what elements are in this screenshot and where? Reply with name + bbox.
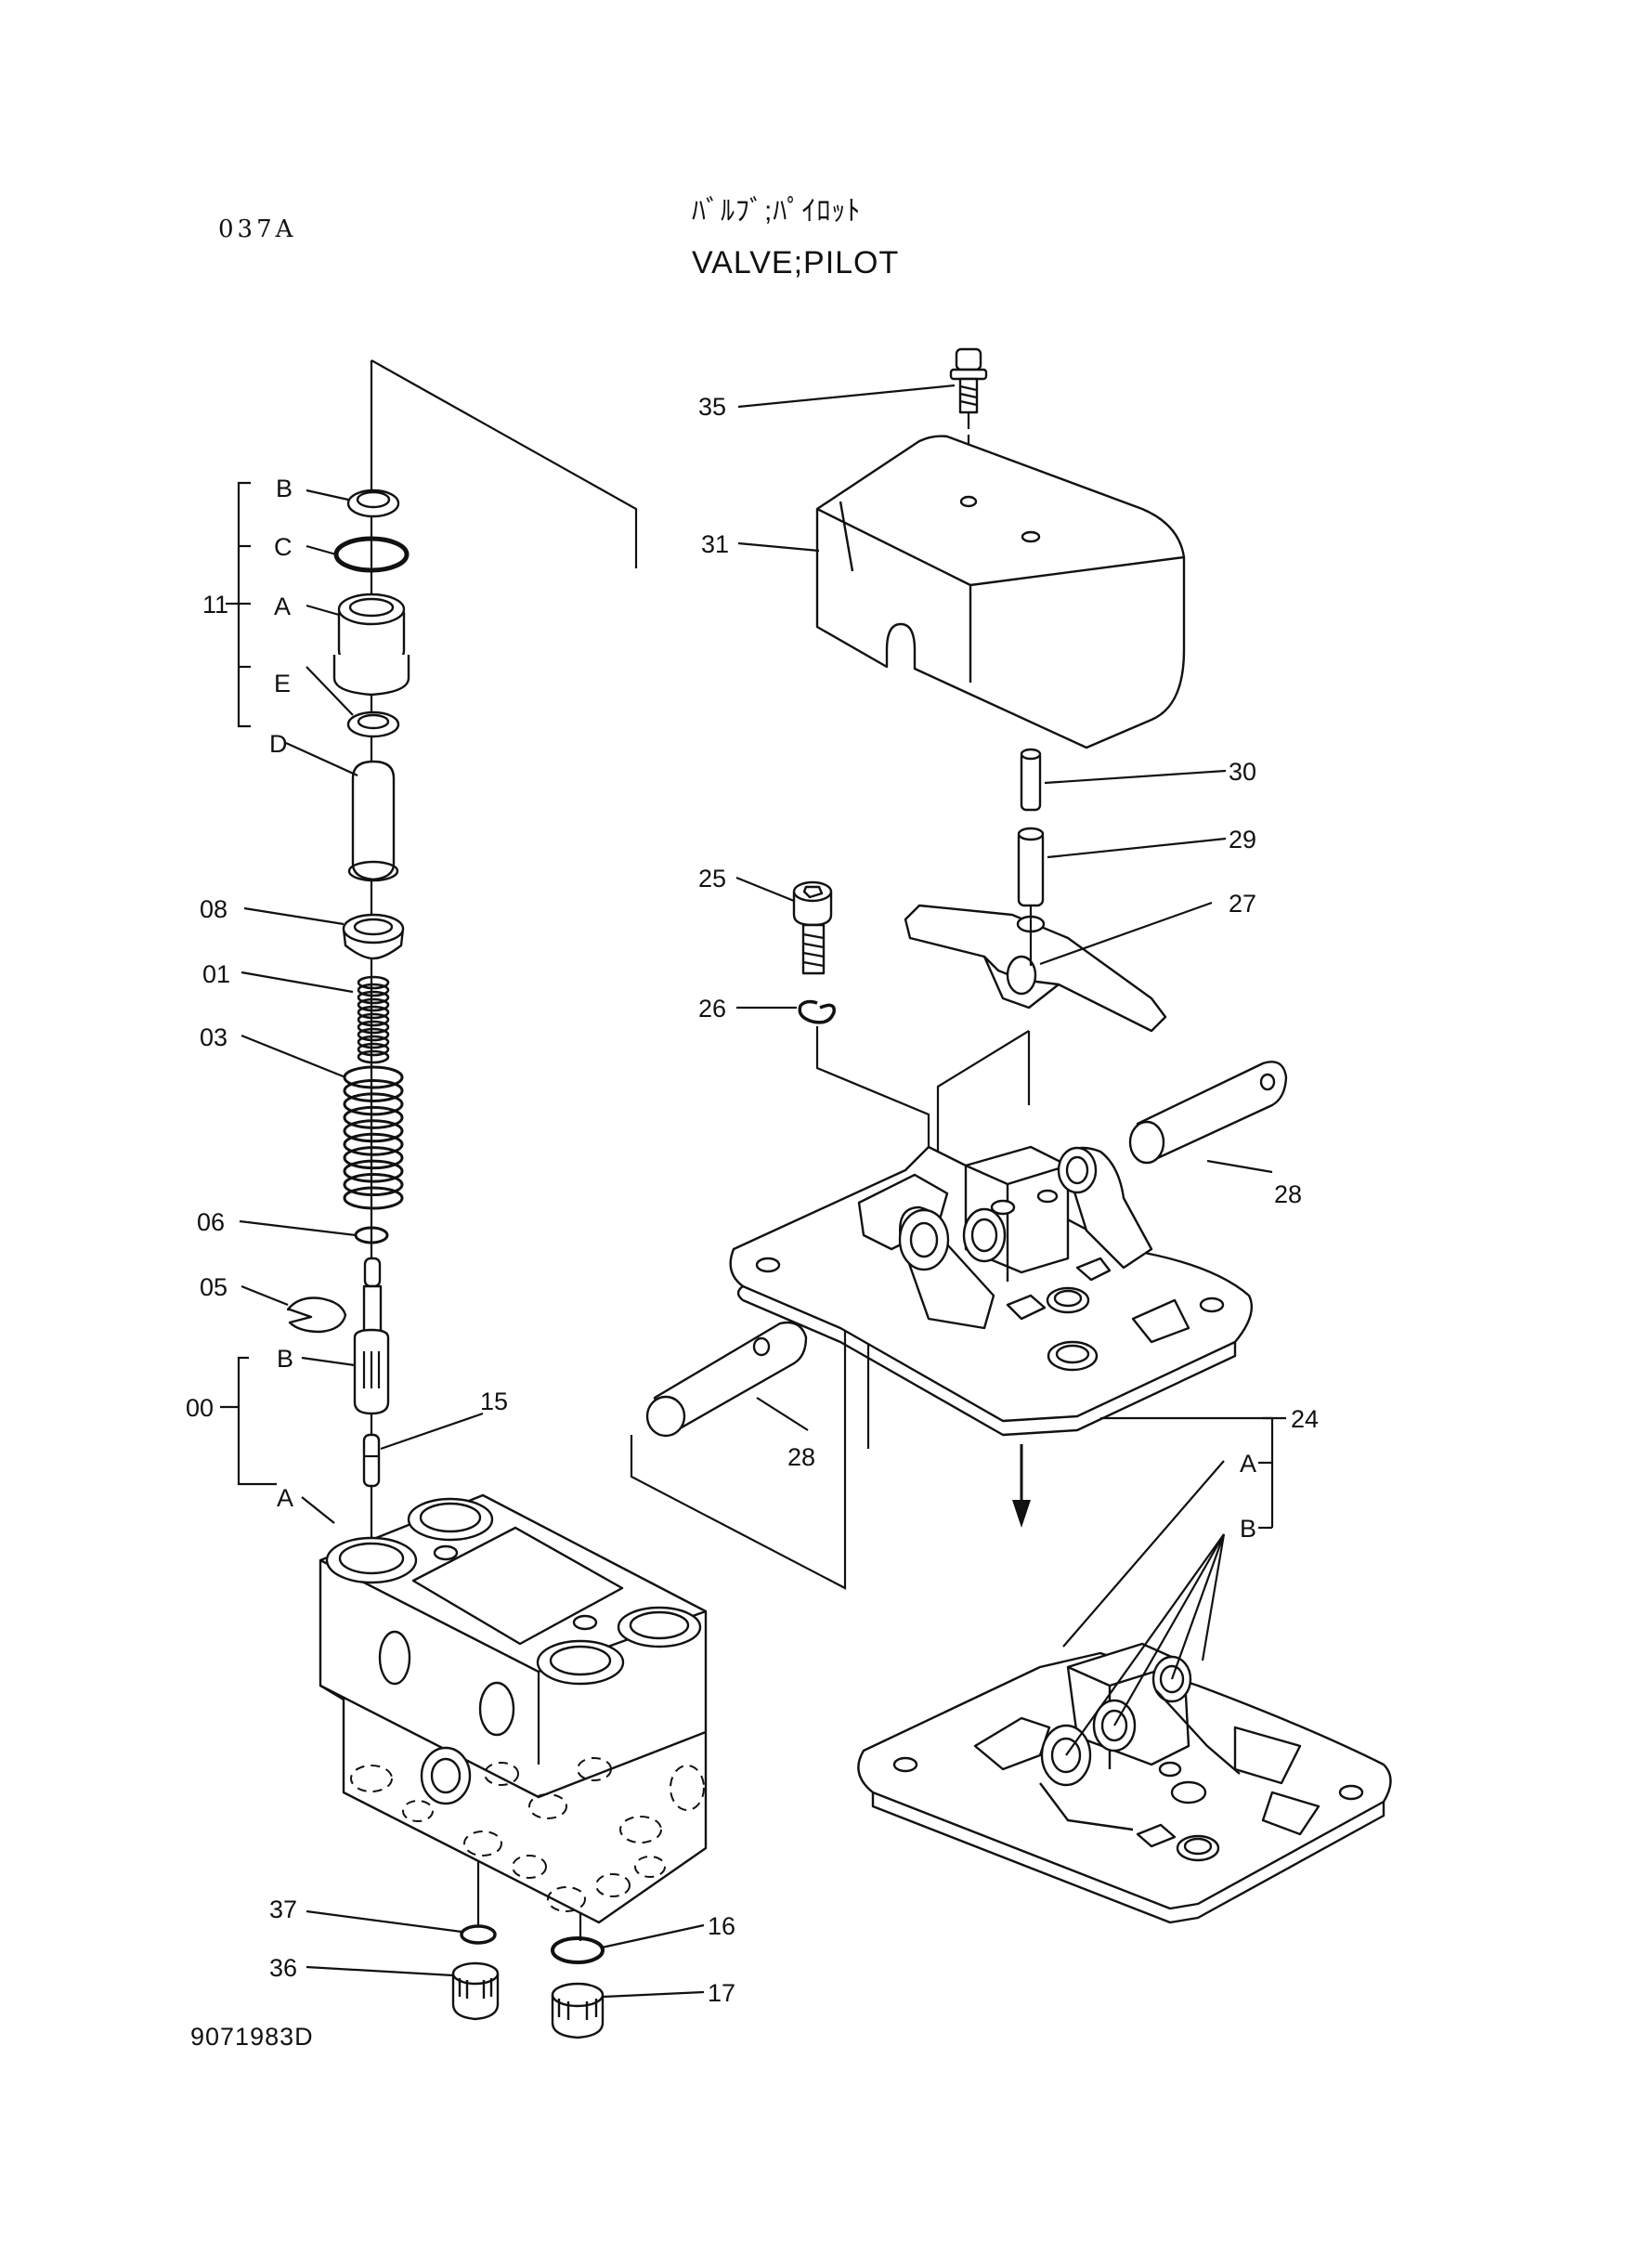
callout-11-A: A bbox=[274, 593, 291, 620]
part-28-shaft-lower bbox=[645, 1321, 808, 1438]
callout-16: 16 bbox=[708, 1912, 735, 1940]
callout-00-A: A bbox=[277, 1484, 293, 1512]
spring-coil bbox=[343, 1092, 404, 1116]
part-05-clip bbox=[286, 1296, 347, 1334]
callout-24: 24 bbox=[1291, 1405, 1319, 1433]
part-08-spring-seat bbox=[342, 913, 405, 960]
callout-labels: 35 31 30 29 27 25 26 28 28 24 A B 11 B C… bbox=[186, 393, 1319, 2007]
callout-03: 03 bbox=[200, 1023, 228, 1051]
spring-coil bbox=[343, 1186, 404, 1210]
spring-coil bbox=[343, 1105, 404, 1129]
spring-coil bbox=[343, 1173, 404, 1197]
callout-11: 11 bbox=[202, 591, 228, 619]
spring-coil bbox=[343, 1119, 404, 1143]
spring-coil bbox=[357, 1049, 390, 1064]
part-27-lever bbox=[904, 904, 1167, 1033]
callout-00-B: B bbox=[277, 1345, 293, 1373]
part-11A-collar bbox=[332, 593, 410, 697]
drawing-number: 9071983D bbox=[190, 2023, 314, 2051]
part-25-socket-bolt bbox=[792, 880, 833, 975]
callout-30: 30 bbox=[1229, 758, 1256, 786]
callout-31: 31 bbox=[701, 530, 729, 558]
part-01-small-spring bbox=[357, 975, 390, 1064]
part-11E-ring bbox=[346, 710, 400, 738]
part-03-large-spring bbox=[343, 1065, 404, 1210]
callout-27: 27 bbox=[1229, 890, 1256, 918]
part-00B-spool bbox=[353, 1257, 390, 1415]
spring-coil bbox=[357, 1005, 390, 1020]
spring-coil bbox=[343, 1159, 404, 1183]
part-24-plate-underside-view bbox=[857, 1642, 1392, 1924]
part-37-oring bbox=[460, 1924, 497, 1945]
part-16-oring bbox=[551, 1936, 605, 1964]
callout-17: 17 bbox=[708, 1979, 735, 2007]
title-english: VALVE;PILOT bbox=[692, 245, 900, 280]
spring-coil bbox=[357, 975, 390, 990]
callout-11-D: D bbox=[269, 730, 288, 758]
callout-24-B: B bbox=[1240, 1515, 1256, 1543]
callout-00: 00 bbox=[186, 1394, 214, 1422]
callout-05: 05 bbox=[200, 1273, 228, 1301]
callout-28-upper: 28 bbox=[1274, 1180, 1302, 1208]
direction-arrow-icon bbox=[1012, 1444, 1031, 1528]
callout-28-lower: 28 bbox=[787, 1443, 815, 1471]
spring-coil bbox=[343, 1146, 404, 1170]
part-29-pin bbox=[1017, 827, 1045, 907]
callout-29: 29 bbox=[1229, 826, 1256, 853]
callout-36: 36 bbox=[269, 1954, 297, 1982]
callout-08: 08 bbox=[200, 895, 228, 923]
callout-11-C: C bbox=[274, 533, 293, 561]
part-26-lock-washer bbox=[798, 999, 836, 1024]
callout-37: 37 bbox=[269, 1896, 297, 1923]
spring-coil bbox=[357, 997, 390, 1012]
part-11B-ring bbox=[346, 489, 400, 518]
part-24-plate-assembly bbox=[729, 1145, 1254, 1437]
spring-coil bbox=[357, 1020, 390, 1035]
part-36-plug bbox=[451, 1961, 500, 2021]
figure-code: 037A bbox=[218, 215, 297, 243]
callout-25: 25 bbox=[698, 865, 726, 892]
callout-11-E: E bbox=[274, 670, 291, 697]
callout-24-A: A bbox=[1240, 1450, 1256, 1478]
title-japanese: ﾊﾞﾙﾌﾞ;ﾊﾟｲﾛｯﾄ bbox=[692, 196, 862, 227]
part-28-shaft-upper bbox=[1128, 1061, 1288, 1165]
part-17-plug bbox=[551, 1982, 605, 2039]
spring-coil bbox=[343, 1132, 404, 1156]
spring-coil bbox=[357, 1012, 390, 1027]
callout-01: 01 bbox=[202, 960, 230, 988]
part-11D-plunger bbox=[347, 760, 399, 882]
spring-coil bbox=[357, 1035, 390, 1049]
callout-26: 26 bbox=[698, 995, 726, 1023]
spring-coil bbox=[357, 983, 390, 997]
callout-06: 06 bbox=[197, 1208, 225, 1236]
callout-11-B: B bbox=[276, 475, 293, 502]
part-00A-valve-body bbox=[319, 1493, 708, 1924]
part-31-cover bbox=[815, 435, 1186, 749]
leader-lines bbox=[220, 384, 1286, 1999]
spring-coil bbox=[357, 990, 390, 1005]
part-15-pin bbox=[362, 1433, 381, 1488]
spring-coil bbox=[357, 1027, 390, 1042]
callout-35: 35 bbox=[698, 393, 726, 421]
spring-coil bbox=[357, 1042, 390, 1057]
spring-coil bbox=[343, 1078, 404, 1102]
callout-15: 15 bbox=[480, 1388, 508, 1415]
part-30-pin bbox=[1020, 748, 1042, 812]
